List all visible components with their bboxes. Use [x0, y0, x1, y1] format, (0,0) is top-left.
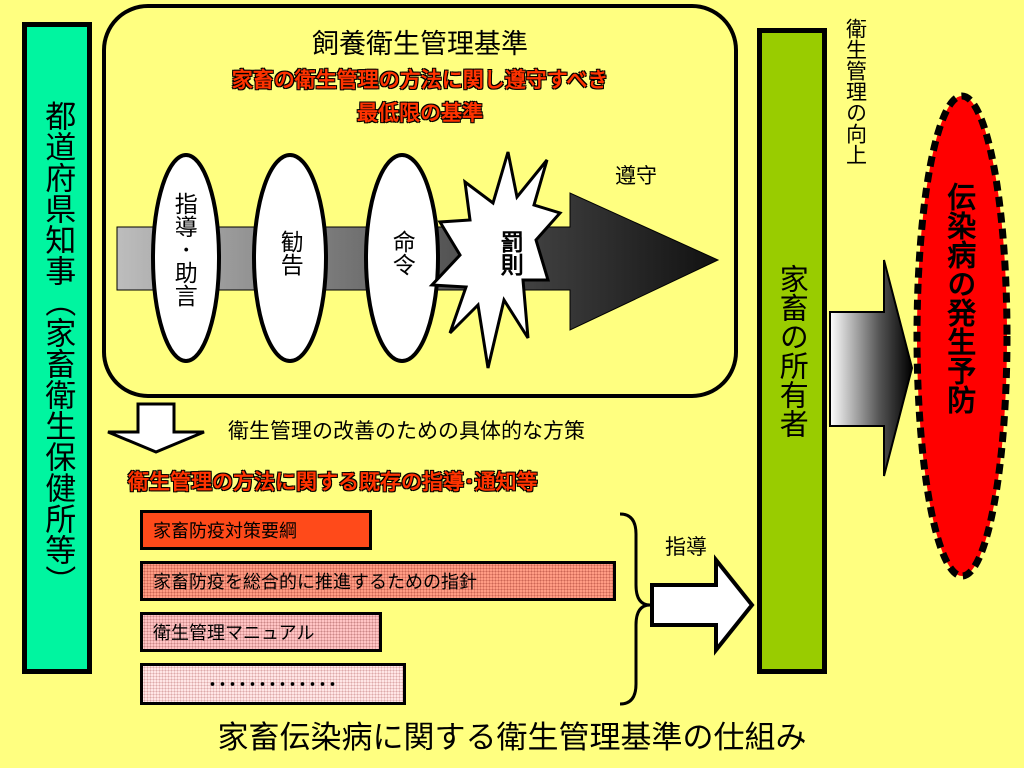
prefecture-governor-box: 都道府県知事（家畜衛生保健所等） [22, 22, 92, 674]
hygiene-improvement-label: 衛生管理の向上 [843, 18, 868, 165]
prefecture-governor-label: 都道府県知事（家畜衛生保健所等） [39, 100, 76, 596]
livestock-owner-label: 家畜の所有者 [775, 264, 810, 438]
step-label-guidance: 指導･助言 [170, 192, 197, 307]
guideline-item-label: ･････････････ [208, 675, 338, 696]
measures-label: 衛生管理の改善のための具体的な方策 [228, 419, 585, 443]
standard-title: 飼養衛生管理基準 [312, 29, 528, 60]
existing-guidance-label: 衛生管理の方法に関する既存の指導･通知等 [128, 470, 538, 494]
step-label-order: 命令 [388, 230, 415, 276]
step-label-recommendation: 勧告 [276, 230, 303, 276]
guideline-item: ･････････････ [140, 663, 406, 705]
step-oval-order [364, 153, 440, 363]
guideline-item: 家畜防疫を総合的に推進するための指針 [140, 561, 616, 601]
outcome-label: 伝染病の発生予防 [942, 182, 977, 414]
guideline-item: 家畜防疫対策要綱 [140, 510, 372, 550]
page-title: 家畜伝染病に関する衛生管理基準の仕組み [217, 720, 807, 756]
compliance-label: 遵守 [615, 164, 657, 188]
guidelines-brace [619, 512, 651, 706]
guideline-item-label: 衛生管理マニュアル [153, 623, 315, 644]
outcome-arrow [829, 259, 914, 477]
livestock-owner-box: 家畜の所有者 [757, 28, 827, 674]
guideline-item-label: 家畜防疫対策要綱 [153, 521, 297, 542]
step-oval-recommendation [252, 153, 328, 363]
guidance-label: 指導 [665, 535, 707, 559]
standard-subtitle-line1: 家畜の衛生管理の方法に関し遵守すべき [231, 68, 609, 92]
guidance-arrow [650, 554, 755, 656]
guideline-item-label: 家畜防疫を総合的に推進するための指針 [153, 572, 477, 593]
step-oval-guidance [151, 153, 221, 363]
outcome-oval [913, 92, 1011, 580]
guideline-item: 衛生管理マニュアル [140, 612, 382, 652]
standard-frame [102, 4, 738, 398]
down-arrow [107, 402, 205, 454]
penalty-starburst [428, 151, 563, 369]
step-label-penalty: 罰則 [496, 230, 523, 276]
standard-subtitle-line2: 最低限の基準 [357, 101, 483, 125]
